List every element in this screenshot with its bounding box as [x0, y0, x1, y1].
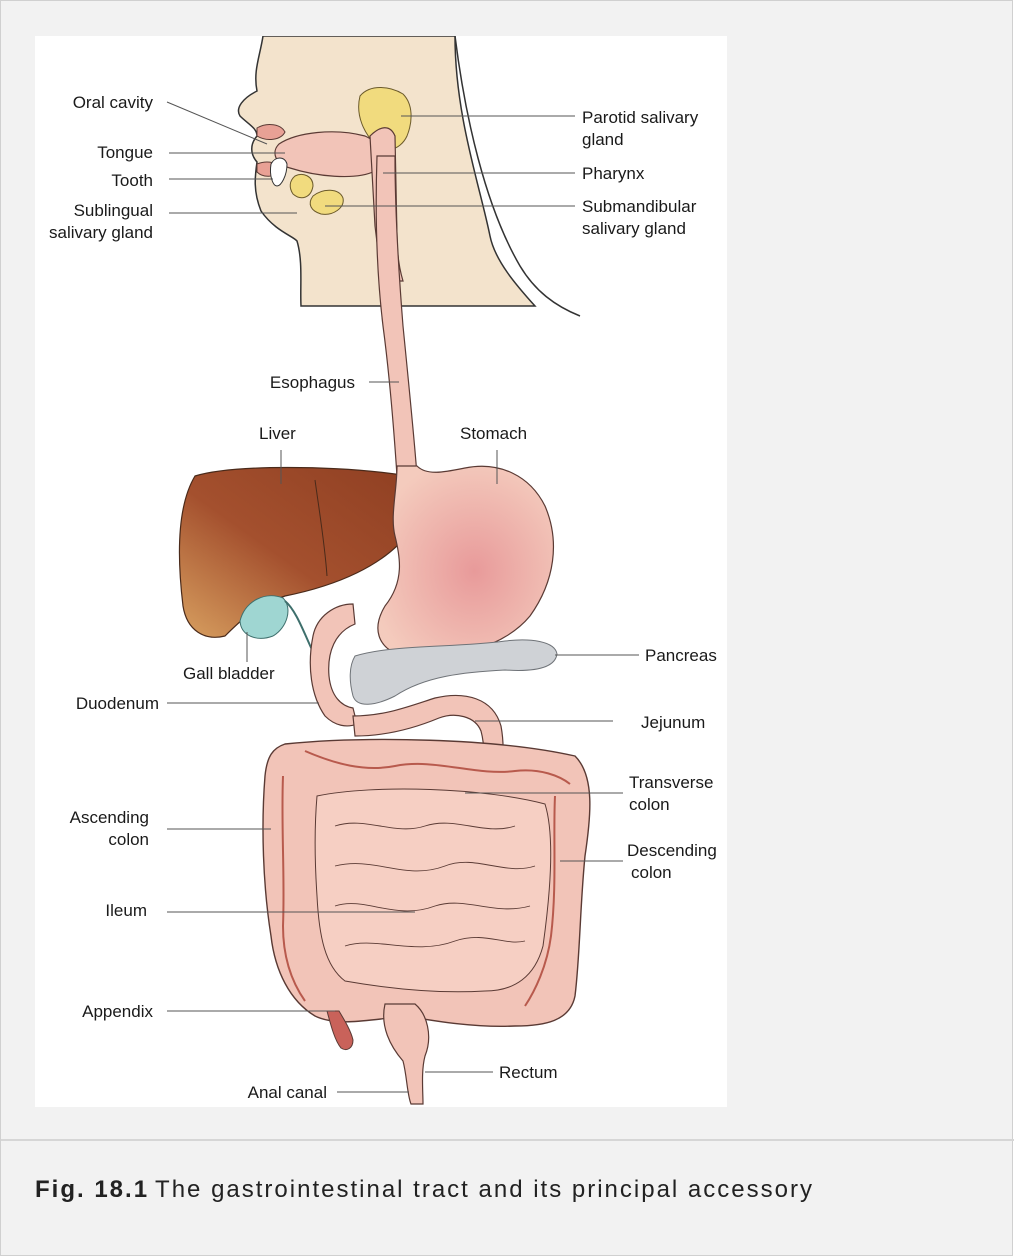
figure-number: Fig. 18.1 — [35, 1176, 149, 1203]
rectum — [384, 1004, 429, 1104]
label-parotid-2: gland — [582, 130, 624, 149]
label-transverse-1: Transverse — [629, 773, 713, 792]
label-pancreas: Pancreas — [645, 646, 717, 665]
label-parotid-1: Parotid salivary — [582, 108, 699, 127]
label-pharynx: Pharynx — [582, 164, 645, 183]
figure-caption-text: The gastrointestinal tract and its princ… — [155, 1176, 814, 1203]
label-sublingual-2: salivary gland — [49, 223, 153, 242]
label-jejunum: Jejunum — [641, 713, 705, 732]
label-ascending-1: Ascending — [70, 808, 149, 827]
ileum — [315, 789, 551, 992]
pancreas — [350, 640, 557, 704]
label-submandibular-2: salivary gland — [582, 219, 686, 238]
label-rectum: Rectum — [499, 1063, 558, 1082]
label-tooth: Tooth — [111, 171, 153, 190]
label-tongue: Tongue — [97, 143, 153, 162]
label-liver: Liver — [259, 424, 296, 443]
digestive-system-diagram: Oral cavity Tongue Tooth Sublingual sali… — [35, 36, 727, 1107]
label-sublingual-1: Sublingual — [74, 201, 153, 220]
label-descending-2: colon — [631, 863, 672, 882]
label-esophagus: Esophagus — [270, 373, 355, 392]
duodenum — [310, 604, 357, 726]
label-oral-cavity: Oral cavity — [73, 93, 154, 112]
label-stomach: Stomach — [460, 424, 527, 443]
label-duodenum: Duodenum — [76, 694, 159, 713]
label-ileum: Ileum — [105, 901, 147, 920]
label-ascending-2: colon — [108, 830, 149, 849]
label-descending-1: Descending — [627, 841, 717, 860]
label-transverse-2: colon — [629, 795, 670, 814]
label-appendix: Appendix — [82, 1002, 153, 1021]
caption-divider — [1, 1139, 1014, 1141]
stomach — [378, 466, 553, 657]
sublingual-gland — [290, 174, 313, 197]
label-submandibular-1: Submandibular — [582, 197, 697, 216]
label-gall-bladder: Gall bladder — [183, 664, 275, 683]
label-anal-canal: Anal canal — [248, 1083, 327, 1102]
